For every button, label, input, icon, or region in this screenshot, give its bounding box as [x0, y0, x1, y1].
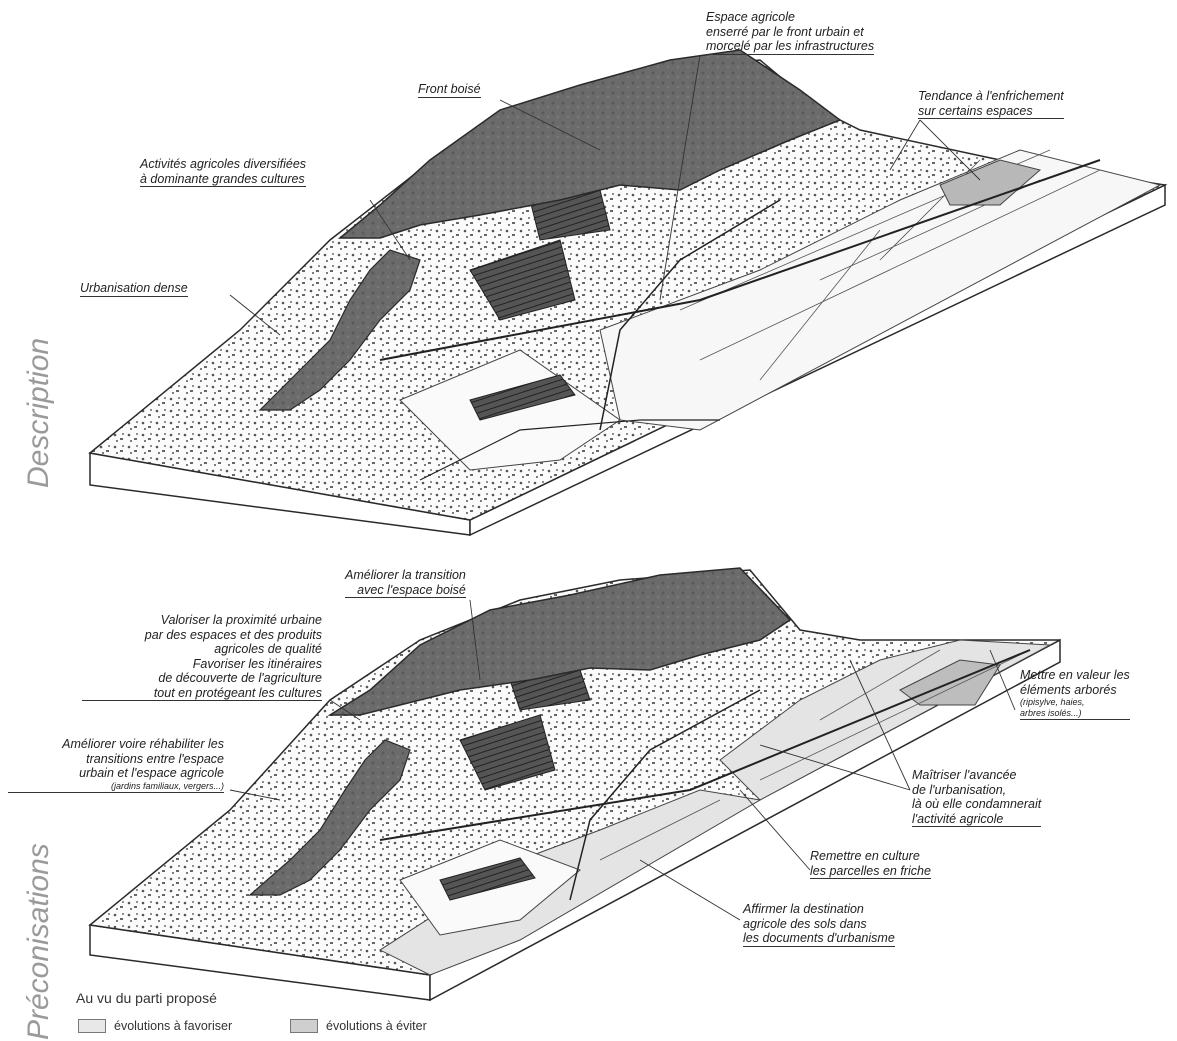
label-line: urbain et l'espace agricole	[8, 766, 224, 781]
label-line: tout en protégeant les cultures	[82, 686, 322, 702]
label-line: avec l'espace boisé	[345, 583, 466, 599]
label-espace-agricole: Espace agricole enserré par le front urb…	[706, 10, 874, 55]
side-title-description: Description	[22, 338, 56, 488]
label-line: agricoles de qualité	[82, 642, 322, 657]
label-urbanisation-dense: Urbanisation dense	[80, 281, 188, 297]
label-line: Urbanisation dense	[80, 281, 188, 297]
legend-title: Au vu du parti proposé	[76, 990, 217, 1006]
label-line: Tendance à l'enfrichement	[918, 89, 1064, 104]
legend-item-favor: évolutions à favoriser	[78, 1019, 232, 1033]
label-affirmer-destination: Affirmer la destination agricole des sol…	[743, 902, 895, 947]
label-valoriser: Valoriser la proximité urbaine par des e…	[82, 613, 322, 701]
label-note: arbres isolés...)	[1020, 708, 1130, 720]
label-line: Améliorer voire réhabiliter les	[8, 737, 224, 752]
label-ameliorer-rehabiliter: Améliorer voire réhabiliter les transiti…	[8, 737, 224, 793]
label-line: morcelé par les infrastructures	[706, 39, 874, 55]
label-enfrichement: Tendance à l'enfrichement sur certains e…	[918, 89, 1064, 119]
label-line: là où elle condamnerait	[912, 797, 1041, 812]
label-elements-arbores: Mettre en valeur les éléments arborés (r…	[1020, 668, 1130, 720]
label-line: Favoriser les itinéraires	[82, 657, 322, 672]
legend-swatch-favor	[78, 1019, 106, 1033]
label-line: Remettre en culture	[810, 849, 931, 864]
label-line: Valoriser la proximité urbaine	[82, 613, 322, 628]
label-remettre-culture: Remettre en culture les parcelles en fri…	[810, 849, 931, 879]
label-line: Mettre en valeur les	[1020, 668, 1130, 683]
label-note: (ripisylve, haies,	[1020, 697, 1130, 708]
label-line: de l'urbanisation,	[912, 783, 1041, 798]
label-line: enserré par le front urbain et	[706, 25, 874, 40]
label-line: les documents d'urbanisme	[743, 931, 895, 947]
label-note: (jardins familiaux, vergers...)	[8, 781, 224, 793]
label-line: de découverte de l'agriculture	[82, 671, 322, 686]
label-line: agricole des sols dans	[743, 917, 895, 932]
label-line: Améliorer la transition	[345, 568, 466, 583]
label-maitriser: Maîtriser l'avancée de l'urbanisation, l…	[912, 768, 1041, 827]
legend-label-favor: évolutions à favoriser	[114, 1019, 232, 1033]
label-line: les parcelles en friche	[810, 864, 931, 880]
label-line: Affirmer la destination	[743, 902, 895, 917]
label-line: éléments arborés	[1020, 683, 1130, 698]
legend-swatch-avoid	[290, 1019, 318, 1033]
legend-item-avoid: évolutions à éviter	[290, 1019, 427, 1033]
label-line: Espace agricole	[706, 10, 874, 25]
side-title-preconisations: Préconisations	[22, 843, 56, 1040]
label-line: transitions entre l'espace	[8, 752, 224, 767]
label-front-boise: Front boisé	[418, 82, 481, 98]
description-block	[90, 50, 1165, 535]
label-line: l'activité agricole	[912, 812, 1041, 828]
legend-label-avoid: évolutions à éviter	[326, 1019, 427, 1033]
label-line: Maîtriser l'avancée	[912, 768, 1041, 783]
label-line: à dominante grandes cultures	[140, 172, 306, 188]
label-line: Front boisé	[418, 82, 481, 98]
label-ameliorer-transition: Améliorer la transition avec l'espace bo…	[345, 568, 466, 598]
label-line: Activités agricoles diversifiées	[140, 157, 306, 172]
label-activites-agricoles: Activités agricoles diversifiées à domin…	[140, 157, 306, 187]
label-line: par des espaces et des produits	[82, 628, 322, 643]
label-line: sur certains espaces	[918, 104, 1064, 120]
